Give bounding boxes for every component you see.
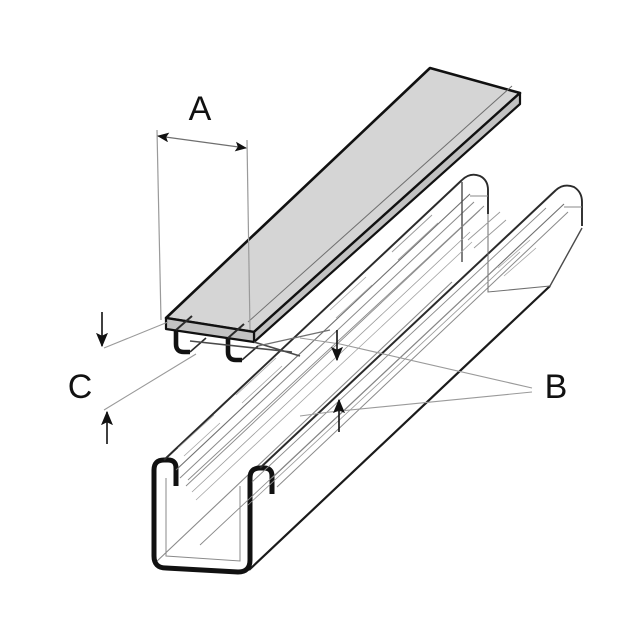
channel-slot-seam-right [251,207,547,483]
closure-strip-leg-second-depth [227,323,245,339]
channel-near-end-outer-profile [151,470,253,575]
channel-far-left-lip-return [461,173,489,214]
channel-left-lip-top-edge [163,179,463,461]
channel-interior-floor-line-2 [247,251,521,506]
dimension-b-label: B [545,368,568,406]
closure-strip-leg-near-left-depth [175,315,193,331]
channel-far-end-face-outline [487,214,551,293]
dimension-c-label: C [68,368,93,406]
dimension-a-label: A [189,90,212,128]
dimension-a-extension-right [246,139,251,331]
channel-right-lip-inner-edge-2 [276,211,569,488]
dimension-c: C [68,312,197,444]
channel-left-lip-inner-edge-2 [179,201,475,479]
closure-strip-leg-second [225,338,242,363]
closure-strip-underside-long-edge [253,341,301,357]
channel-near-end-left-lip [151,457,179,486]
dimension-a-line [157,132,247,152]
closure-strip-leg-near-left [173,330,190,355]
dimension-c-leader-lower [103,353,197,411]
channel-interior-floor-line-1 [199,265,499,546]
dimension-c-leader-upper [103,321,169,349]
dimension-b-leader-upper [299,337,341,345]
dimension-b-leader-main [339,343,533,389]
dimension-b: B [299,330,568,432]
channel-lip-highlight-strokes [177,211,537,457]
dimension-a: A [156,90,251,331]
channel-right-lip-top-edge [259,189,557,469]
channel-interior-left-wall-line-2 [195,241,473,501]
closure-strip-crease-line [247,85,513,323]
closure-strip-underside-web [189,340,293,353]
closure-strip-underside-receding-edge [257,329,331,347]
channel-near-end-right-lip [247,465,275,494]
channel-far-right-wall-edge [549,227,583,287]
dimension-b-leader-lower-tail [299,411,331,417]
closure-strip [164,66,522,363]
channel-near-end-inner-face [165,478,241,562]
closure-strip-leg-near-left-foot-depth [189,337,207,353]
dimension-a-extension-left [156,129,162,321]
dimension-b-leader-lower [329,391,533,413]
channel-interior-left-wall-line-1 [191,231,471,493]
channel-bottom-back-edge [154,281,453,564]
channel-right-outer-wall [248,285,551,571]
channel-far-right-lip-return [555,184,583,226]
